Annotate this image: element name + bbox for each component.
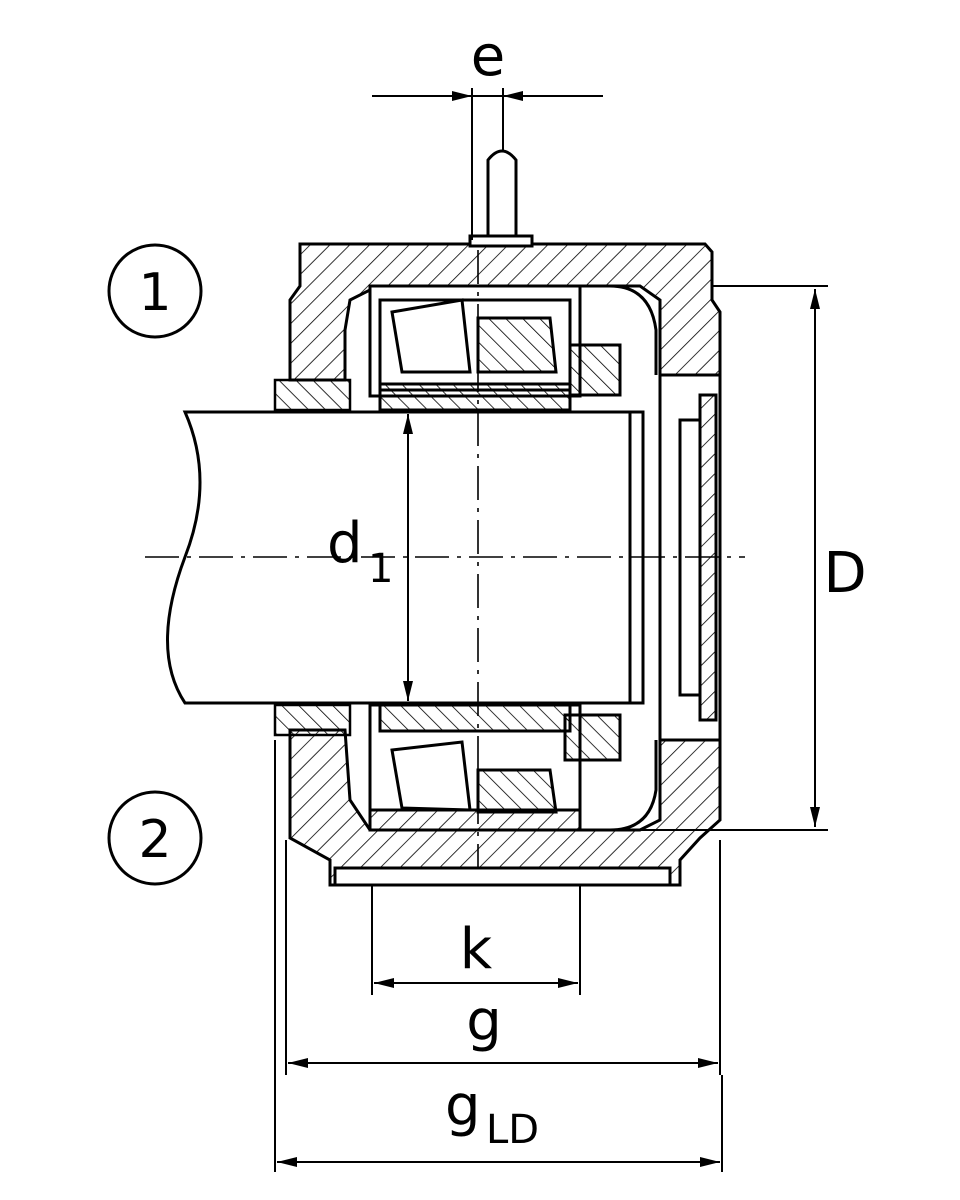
dim-gLD-sub: LD (486, 1107, 539, 1153)
dimension-lines (274, 88, 828, 1172)
callout-2: 2 (107, 790, 203, 886)
grease-nipple (468, 149, 534, 248)
dim-D-label: D (823, 541, 866, 606)
dim-d1-label: d 1 (327, 511, 393, 592)
callout-1: 1 (107, 243, 203, 339)
dim-gLD-label: g LD (445, 1074, 539, 1153)
center-lines (145, 250, 745, 880)
bearing-upper (368, 284, 622, 412)
callout-1-circle (107, 243, 203, 339)
dim-g-label: g (466, 989, 502, 1054)
dim-e-label: e (471, 24, 505, 89)
dim-gLD-main: g (445, 1074, 481, 1139)
housing-lower (288, 728, 722, 887)
callout-1-label: 1 (138, 263, 171, 323)
dim-d1-main: d (327, 511, 363, 576)
dim-d1-sub: 1 (368, 546, 393, 592)
dim-k-label: k (460, 917, 493, 982)
housing-foot (333, 866, 672, 887)
callout-2-circle (107, 790, 203, 886)
seal-left (273, 378, 352, 737)
callout-2-label: 2 (138, 810, 171, 870)
bearing-lower (368, 703, 622, 832)
